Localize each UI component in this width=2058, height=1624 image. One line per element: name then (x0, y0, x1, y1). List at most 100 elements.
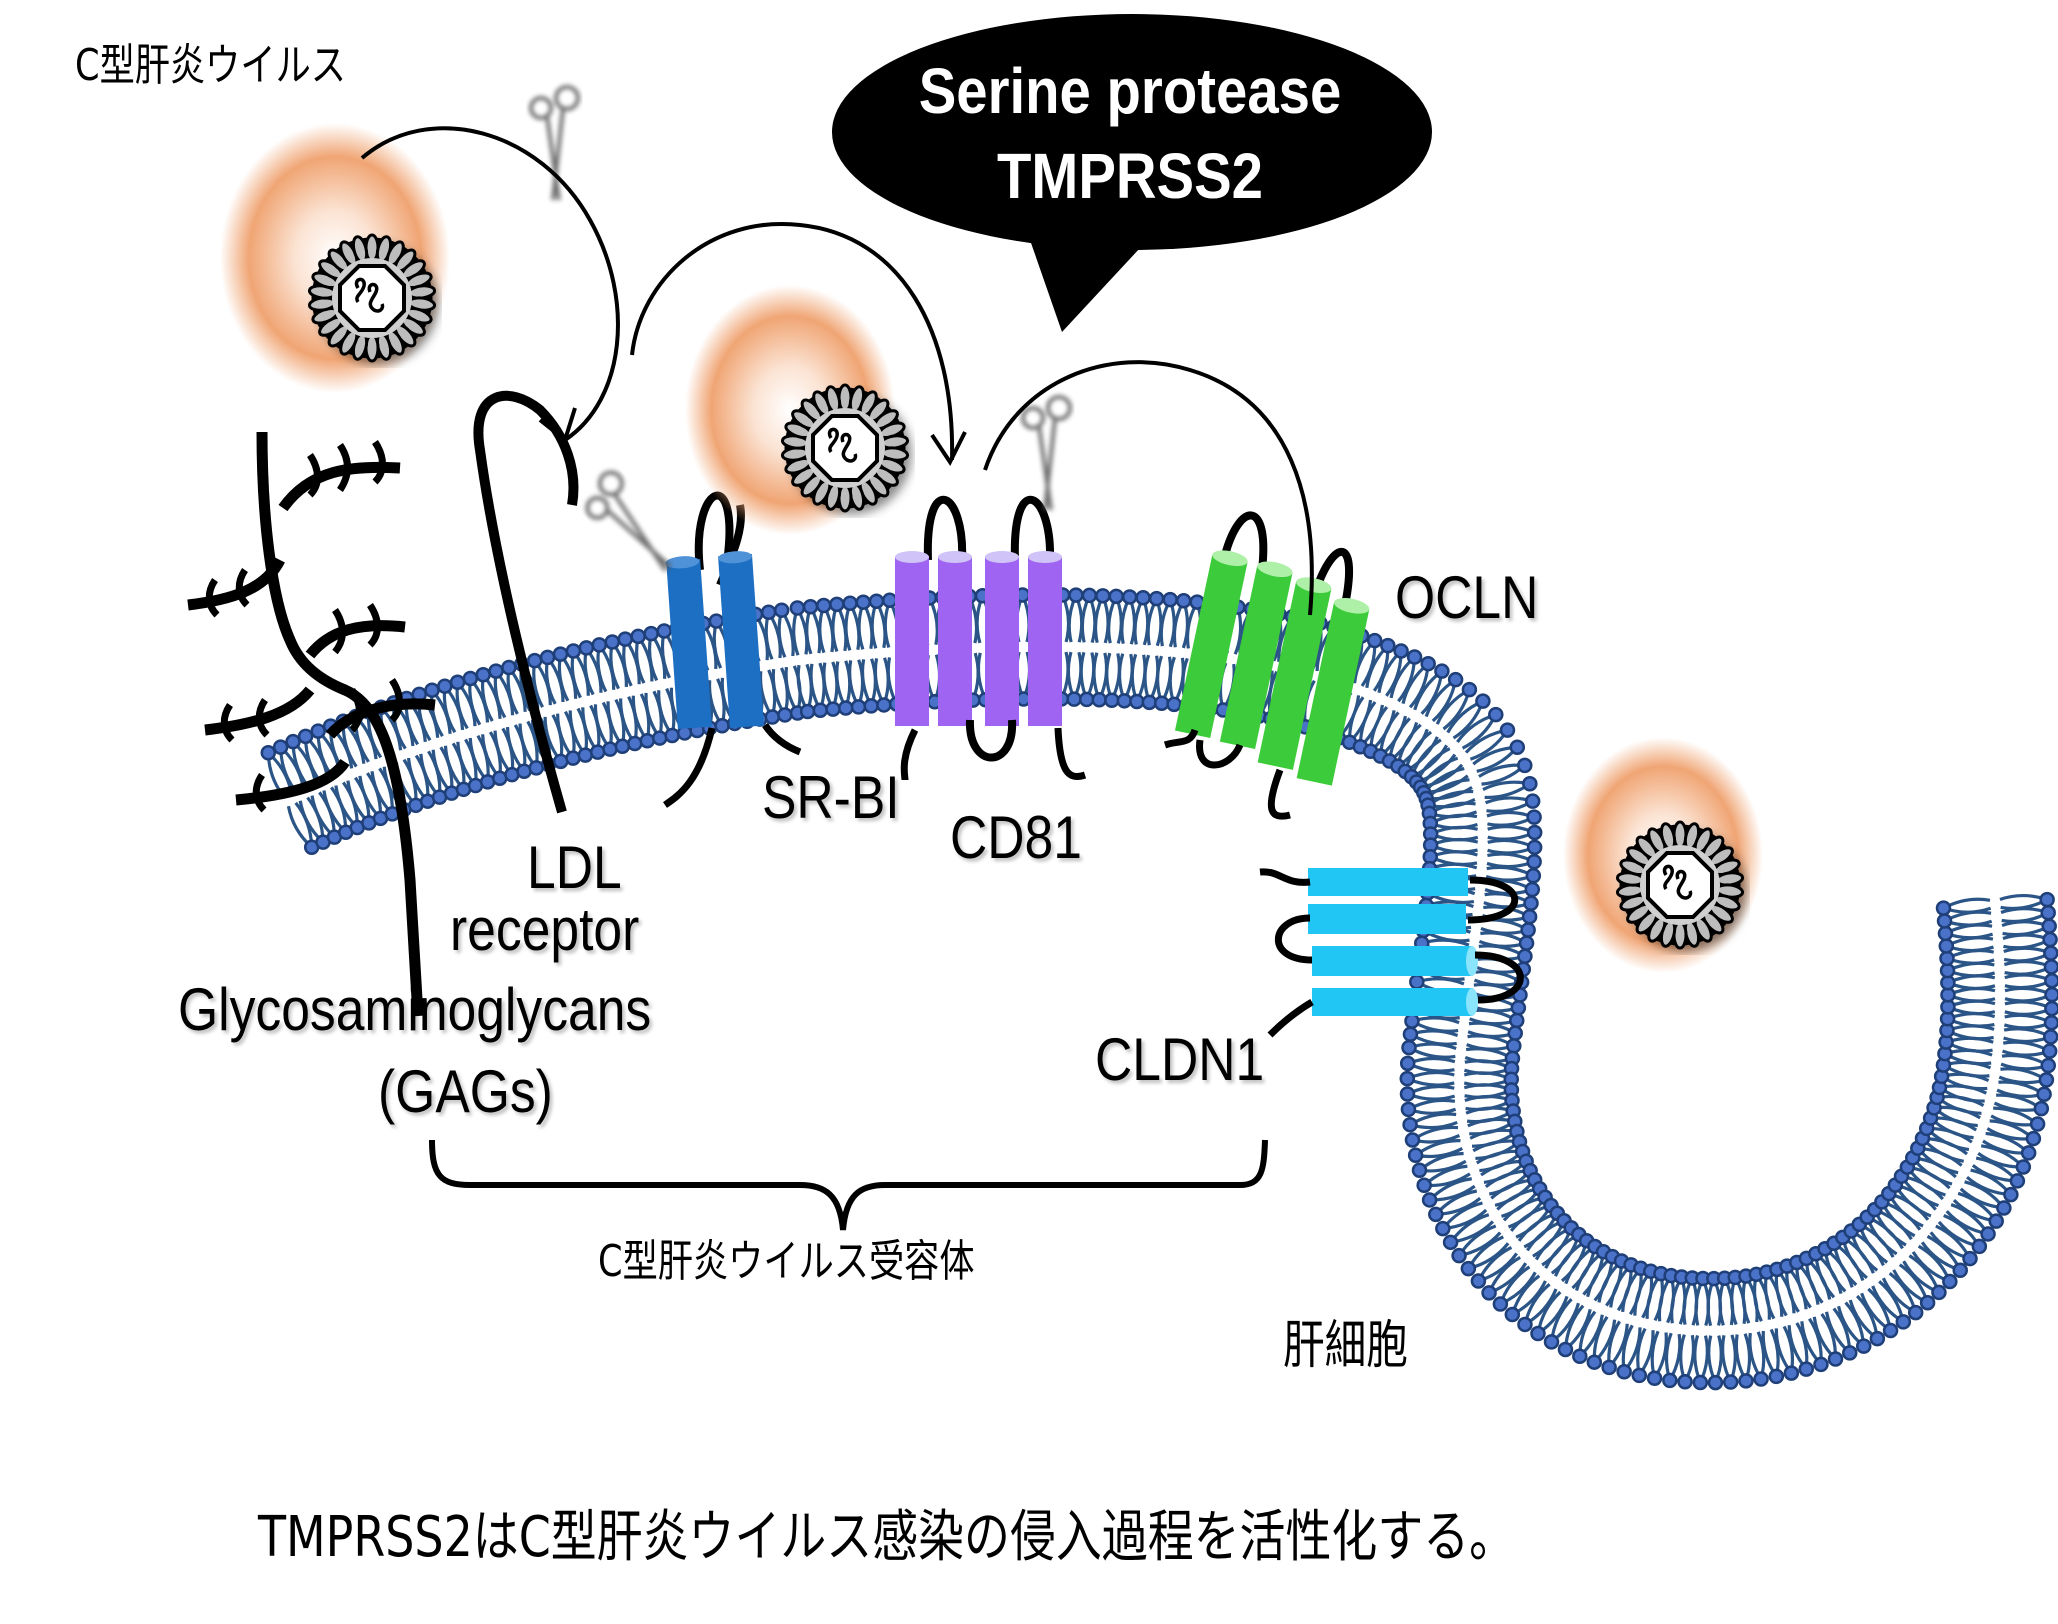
lipid-head (602, 741, 618, 757)
lipid-head (475, 666, 491, 683)
lipid-head (565, 643, 582, 659)
lipid-head (1962, 1250, 1978, 1267)
lipid-head (1517, 757, 1533, 774)
lipid-head (578, 640, 595, 656)
cd81-protein-icon (895, 495, 1087, 781)
lipid-head (1411, 1162, 1428, 1179)
lipid-head (539, 649, 556, 666)
lipid-head (627, 735, 643, 752)
lipid-head (664, 727, 680, 744)
lipid-head (2025, 1130, 2042, 1147)
lipid-head (876, 697, 892, 713)
lipid-head (2015, 1159, 2032, 1175)
lipid-head (2040, 1057, 2056, 1074)
lipid-head (1543, 1334, 1560, 1350)
sr-bi-label: SR-BI (762, 764, 900, 831)
lipid-head (1116, 693, 1133, 709)
ldl-label-line2: receptor (450, 896, 640, 963)
lipid-head (1400, 1101, 1417, 1118)
lipid-head (2043, 1014, 2058, 1031)
receptors-label: C型肝炎ウイルス受容体 (598, 1236, 975, 1287)
scissors-icon (576, 468, 685, 585)
lipid-head (1768, 1368, 1785, 1385)
lipid-head (2036, 1086, 2052, 1102)
glycosaminoglycan-branches (205, 440, 403, 813)
lipid-head (708, 613, 725, 629)
lipid-head (528, 760, 545, 776)
lipid-head (1068, 587, 1084, 603)
arrow-icon (930, 431, 967, 466)
lipid-head (1135, 589, 1151, 606)
lipid-head (838, 700, 854, 716)
lipid-head (614, 738, 631, 755)
lipid-head (449, 674, 466, 691)
lipid-head (1827, 1351, 1844, 1367)
lipid-head (552, 646, 569, 662)
lipid-head (2044, 1000, 2058, 1017)
lipid-head (1517, 1316, 1533, 1333)
lipid-head (639, 732, 656, 749)
lipid-head (1855, 1338, 1872, 1354)
lipid-head (1404, 1132, 1421, 1148)
lipid-head (424, 682, 440, 698)
lipid-head (1461, 681, 1478, 698)
lipid-head (1722, 1374, 1739, 1390)
lipid-head (1509, 739, 1526, 755)
lipid-head (1399, 1070, 1416, 1087)
lipid-head (1692, 1374, 1709, 1391)
lipid-head (297, 728, 314, 745)
lipid-head (842, 595, 858, 611)
lipid-head (1530, 1325, 1546, 1342)
protease-label-line1: Serine protease (918, 55, 1342, 127)
lipid-head (2044, 972, 2058, 989)
lipid-head (1557, 1341, 1574, 1358)
lipid-head (1492, 1296, 1509, 1312)
lipid-head (764, 709, 781, 725)
lipid-head (1488, 706, 1504, 723)
lipid-head (789, 600, 806, 616)
lipid-head (1509, 1012, 1525, 1029)
lipid-head (1526, 824, 1543, 841)
virus-1 (220, 123, 450, 393)
lipid-head (565, 750, 581, 766)
lipid-head (1407, 1147, 1424, 1164)
lipid-head (272, 739, 289, 755)
lipid-head (1435, 1220, 1451, 1237)
lipid-head (1153, 695, 1170, 712)
arrow-icon (538, 407, 577, 444)
ocln-protein-icon (1163, 511, 1370, 820)
lipid-head (1406, 649, 1423, 665)
lipid-head (1525, 868, 1542, 884)
lipid-head (1646, 1370, 1663, 1386)
sr-bi-protein-icon (663, 491, 802, 808)
lipid-head (1507, 1025, 1523, 1041)
lipid-head (1942, 1273, 1958, 1290)
virus-2 (685, 285, 908, 535)
lipid-head (643, 625, 659, 642)
lipid-head (1499, 722, 1516, 738)
lipid-head (1442, 1234, 1459, 1251)
lipid-head (812, 702, 829, 719)
virus-3 (1563, 737, 1763, 973)
lipid-head (656, 623, 672, 639)
lipid-head (577, 747, 594, 763)
lipid-head (2020, 1145, 2037, 1161)
lipid-head (825, 701, 841, 717)
lipid-head (1677, 1374, 1693, 1390)
lipid-head (773, 602, 790, 618)
lipid-head (2003, 1186, 2019, 1203)
ocln-label: OCLN (1395, 564, 1539, 631)
lipid-head (881, 592, 898, 609)
lipid-head (526, 652, 543, 669)
lipid-head (1937, 925, 1954, 942)
lipid-head (1842, 1345, 1858, 1361)
lipid-head (1524, 793, 1541, 809)
lipid-head (1460, 1260, 1477, 1277)
lipid-head (1526, 839, 1543, 856)
lipid-head (1393, 643, 1409, 659)
lipid-head (2033, 1100, 2050, 1117)
lipid-head (260, 745, 277, 761)
lipid-head (1813, 1356, 1829, 1373)
